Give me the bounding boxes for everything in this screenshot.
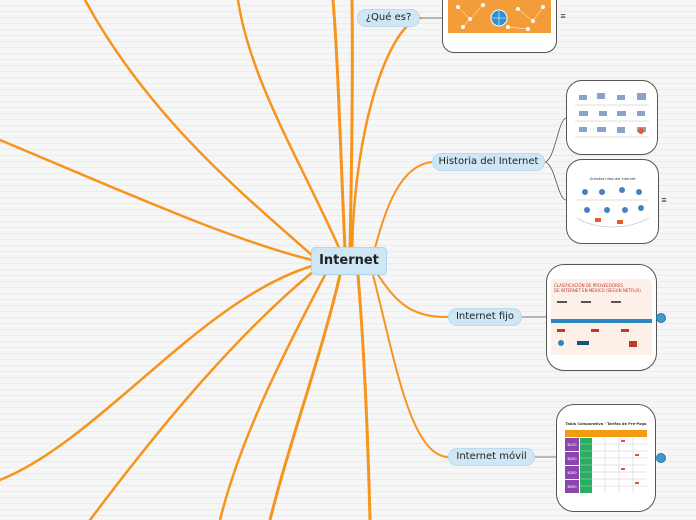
price-row-3: $300 (565, 466, 579, 479)
branch-lines (0, 0, 449, 520)
branch-line-bottom-4 (88, 268, 317, 520)
central-topic[interactable]: Internet (311, 247, 387, 275)
internet-fijo-image[interactable]: CLASIFICACIÓN DE PROVEEDORES DE INTERNET… (546, 264, 657, 371)
topic-historia-del-internet[interactable]: Historia del Internet (432, 153, 545, 171)
historia-2-title: Grandes hitos del Internet (589, 177, 636, 181)
connector-historia-2 (544, 161, 567, 201)
topic-que-es[interactable]: ¿Qué es? (357, 9, 420, 27)
branch-line-bottom-2 (268, 273, 342, 520)
branch-line-top-3 (236, 0, 342, 252)
connector-historia-1 (544, 117, 567, 163)
branch-line-fijo (377, 274, 449, 319)
branch-line-top-4 (83, 0, 317, 260)
fijo-info-icon[interactable] (656, 313, 666, 323)
branch-line-historia (374, 161, 433, 249)
branch-line-left-2 (0, 264, 314, 482)
hitos-graphic (576, 187, 650, 228)
movil-title: Tabla Comparativa - Tarifas de Pre-Pago (565, 422, 647, 426)
internet-movil-image[interactable]: Tabla Comparativa - Tarifas de Pre-Pago … (556, 404, 656, 512)
topic-internet-fijo[interactable]: Internet fijo (448, 308, 522, 326)
que-es-notes-icon[interactable]: ≡ (560, 11, 566, 21)
branch-line-bottom-3 (218, 273, 327, 520)
image-connectors (420, 17, 567, 458)
historia-image-2[interactable]: Grandes hitos del Internet (566, 159, 659, 244)
movil-info-icon[interactable] (656, 453, 666, 463)
price-row-1: $100 (565, 438, 579, 451)
fijo-title-line1: CLASIFICACIÓN DE PROVEEDORES (554, 283, 623, 288)
historia-image-1[interactable] (566, 80, 658, 155)
topic-internet-movil[interactable]: Internet móvil (448, 448, 535, 466)
fijo-infographic (551, 301, 652, 347)
movil-table-grid (580, 438, 647, 493)
network-globe-icon (456, 3, 545, 31)
fijo-graphic: CLASIFICACIÓN DE PROVEEDORES DE INTERNET… (551, 279, 652, 355)
fijo-title-line2: DE INTERNET EN MÉXICO (SEGÚN NETFLIX) (554, 288, 641, 293)
branch-line-movil (372, 274, 449, 458)
historia-notes-icon[interactable]: ≡ (661, 195, 667, 205)
que-es-image-graphic (448, 0, 551, 33)
branch-line-top-2 (348, 0, 354, 252)
price-row-2: $200 (565, 452, 579, 465)
branch-line-left-1 (0, 138, 314, 262)
branch-line-bottom-1 (356, 273, 372, 520)
branch-line-top-1 (331, 0, 347, 252)
price-row-4: $500 (565, 480, 579, 493)
historia-timeline-graphic (575, 93, 649, 138)
movil-table: $100 $200 $300 $500 (565, 430, 647, 496)
que-es-image[interactable] (442, 0, 557, 53)
